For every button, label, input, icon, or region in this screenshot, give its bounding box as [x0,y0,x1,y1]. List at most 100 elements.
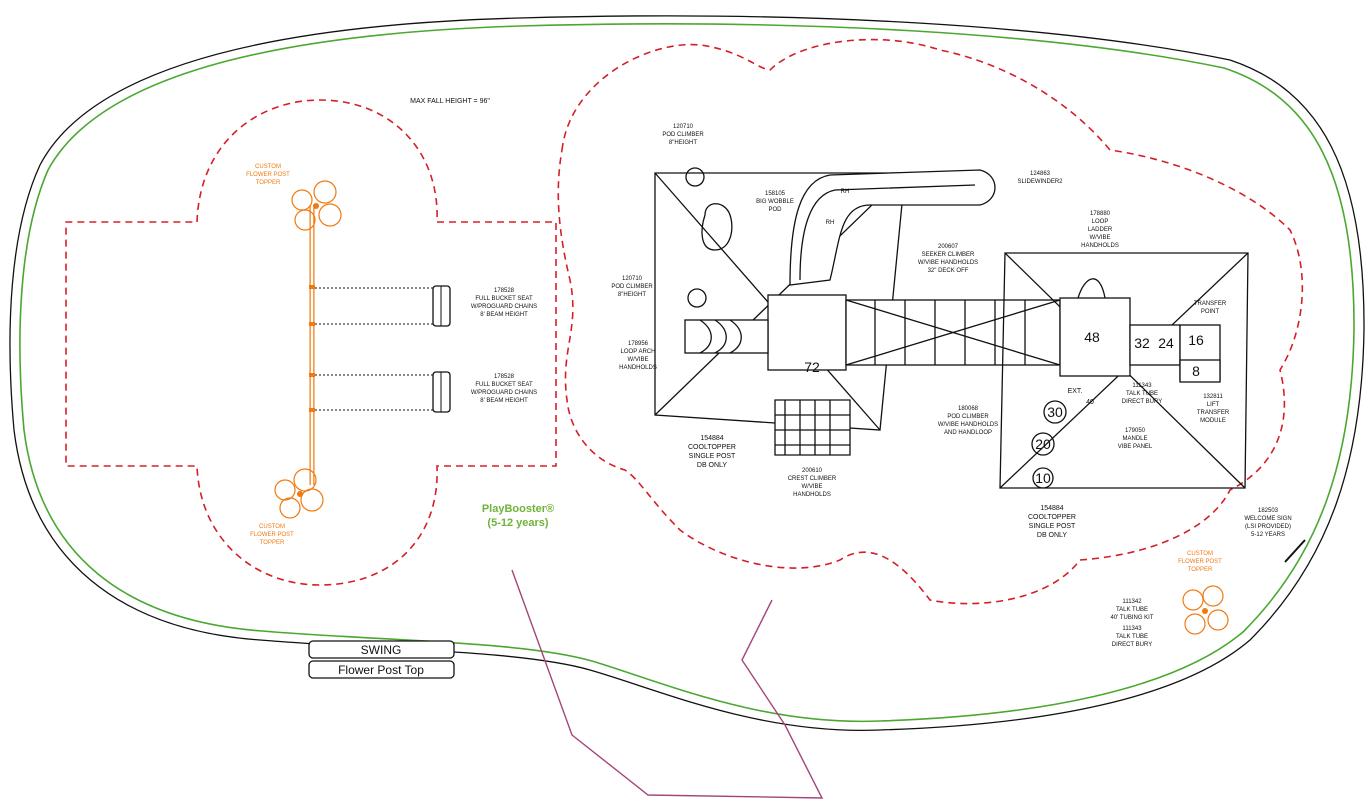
brand-name: PlayBooster® [482,503,554,515]
svg-text:TRANSFER: TRANSFER [1197,410,1230,416]
svg-text:200607: 200607 [938,244,959,250]
topper-bot-1: CUSTOM [259,524,285,530]
svg-text:111343: 111343 [1132,383,1152,389]
label-transfer-point: TRANSFER POINT [1194,301,1227,315]
svg-text:178880: 178880 [1090,211,1111,217]
svg-text:8"HEIGHT: 8"HEIGHT [618,292,646,298]
deck-32-label: 32 [1134,335,1150,351]
svg-text:5-12 YEARS: 5-12 YEARS [1251,532,1285,538]
topper-right-1: CUSTOM [1187,551,1213,557]
ext-label: EXT. [1068,388,1083,395]
welcome-sign [1284,539,1306,563]
label-wobble: 158105 BIG WOBBLE POD [756,191,794,213]
loop-arch [684,319,769,354]
flower-topper-bottom [274,468,324,519]
svg-text:HANDHOLDS: HANDHOLDS [1081,243,1119,249]
svg-text:200610: 200610 [802,468,823,474]
label-crest: 200610 CREST CLIMBER W/VIBE HANDHOLDS [788,468,837,498]
svg-text:DIRECT BURY: DIRECT BURY [1112,642,1152,648]
svg-text:TRANSFER: TRANSFER [1194,301,1227,307]
label-transfer-module: 132811 LIFT TRANSFER MODULE [1197,394,1230,424]
svg-text:HANDHOLDS: HANDHOLDS [619,365,657,371]
outer-boundary [9,15,1365,732]
label-welcome: 182503 WELCOME SIGN (LSI PROVIDED) 5-12 … [1244,508,1291,538]
slide-rh1: RH [841,189,850,195]
seat2-l3: W/PROGUARD CHAINS [471,390,537,396]
label-loop-arch: 178956 LOOP ARCH W/VIBE HANDHOLDS [619,341,657,371]
deck-8-label: 8 [1192,363,1200,379]
seat1-l4: 8' BEAM HEIGHT [480,312,528,318]
step-10-label: 10 [1035,470,1051,486]
svg-text:8"HEIGHT: 8"HEIGHT [669,140,697,146]
label-loop-ladder: 178880 LOOP LADDER W/VIBE HANDHOLDS [1081,211,1119,249]
label-mandle: 179050 MANDLE VIBE PANEL [1118,428,1153,450]
label-talk-kit: 111342 TALK TUBE 40' TUBING KIT 111343 T… [1110,599,1153,648]
svg-text:COOLTOPPER: COOLTOPPER [688,444,736,451]
walkway [511,569,824,799]
topper-right-2: FLOWER POST [1178,559,1222,565]
swing-use-zone [65,99,557,586]
deck-24-label: 24 [1158,335,1174,351]
svg-text:LIFT: LIFT [1207,402,1220,408]
svg-text:SINGLE POST: SINGLE POST [689,453,736,460]
svg-text:HANDHOLDS: HANDHOLDS [793,492,831,498]
svg-text:W/VIBE HANDHOLDS: W/VIBE HANDHOLDS [918,260,978,266]
flower-topper-right [1182,585,1229,635]
svg-text:LOOP ARCH: LOOP ARCH [621,349,656,355]
legend-flower: Flower Post Top [338,663,424,677]
ext-40-label: 40 [1086,399,1094,406]
svg-text:TALK TUBE: TALK TUBE [1126,391,1158,397]
svg-text:W/VIBE: W/VIBE [627,357,648,363]
green-boundary [19,23,1355,723]
swing-seat-1 [432,285,451,327]
step-10 [1032,467,1054,489]
max-fall-height: MAX FALL HEIGHT = 96" [410,98,490,105]
legend: SWING Flower Post Top [308,640,455,679]
svg-text:BIG WOBBLE: BIG WOBBLE [756,199,794,205]
svg-text:POD CLIMBER: POD CLIMBER [611,284,653,290]
svg-text:DB ONLY: DB ONLY [697,462,728,469]
svg-text:132811: 132811 [1203,394,1223,400]
structure-use-zone [557,38,1304,605]
label-pod-mid: 120710 POD CLIMBER 8"HEIGHT [611,276,653,298]
svg-text:W/VIBE HANDHOLDS: W/VIBE HANDHOLDS [938,422,998,428]
label-cooltopper-left: 154884 COOLTOPPER SINGLE POST DB ONLY [688,435,736,469]
svg-text:COOLTOPPER: COOLTOPPER [1028,514,1076,521]
svg-text:178956: 178956 [628,341,649,347]
seat2-l4: 8' BEAM HEIGHT [480,398,528,404]
topper-right-3: TOPPER [1188,567,1213,573]
slide-rh2: RH [826,220,835,226]
deck-72 [767,294,847,371]
slidewinder: RH RH [789,169,996,286]
svg-text:40' TUBING KIT: 40' TUBING KIT [1110,615,1153,621]
svg-text:(LSI PROVIDED): (LSI PROVIDED) [1245,524,1291,530]
svg-text:LADDER: LADDER [1088,227,1113,233]
pod-climber-mid [687,288,707,308]
svg-text:MANDLE: MANDLE [1122,436,1147,442]
svg-text:111343: 111343 [1122,626,1142,632]
deck-16-label: 16 [1188,332,1204,348]
seat1-l1: 178528 [494,288,515,294]
label-pod-handloop: 180068 POD CLIMBER W/VIBE HANDHOLDS AND … [938,406,998,436]
svg-text:W/VIBE: W/VIBE [1089,235,1110,241]
svg-text:WELCOME SIGN: WELCOME SIGN [1244,516,1291,522]
svg-text:120710: 120710 [622,276,643,282]
topper-bot-3: TOPPER [260,540,285,546]
seat1-l3: W/PROGUARD CHAINS [471,304,537,310]
svg-text:POD CLIMBER: POD CLIMBER [662,132,704,138]
label-talk-direct: 111343 TALK TUBE DIRECT BURY [1122,383,1162,405]
crest-climber [774,399,851,456]
topper-top-1: CUSTOM [255,164,281,170]
svg-text:154884: 154884 [1040,505,1063,512]
seat2-l2: FULL BUCKET SEAT [475,382,533,388]
wobble-pod [701,203,733,251]
svg-text:POD CLIMBER: POD CLIMBER [947,414,989,420]
svg-text:182503: 182503 [1258,508,1279,514]
svg-text:DIRECT BURY: DIRECT BURY [1122,399,1162,405]
svg-text:SLIDEWINDER2: SLIDEWINDER2 [1017,179,1063,185]
svg-text:SINGLE POST: SINGLE POST [1029,523,1076,530]
topper-bot-2: FLOWER POST [250,532,294,538]
swing-frame [309,205,440,485]
step-20-label: 20 [1035,436,1051,452]
svg-text:MODULE: MODULE [1200,418,1226,424]
